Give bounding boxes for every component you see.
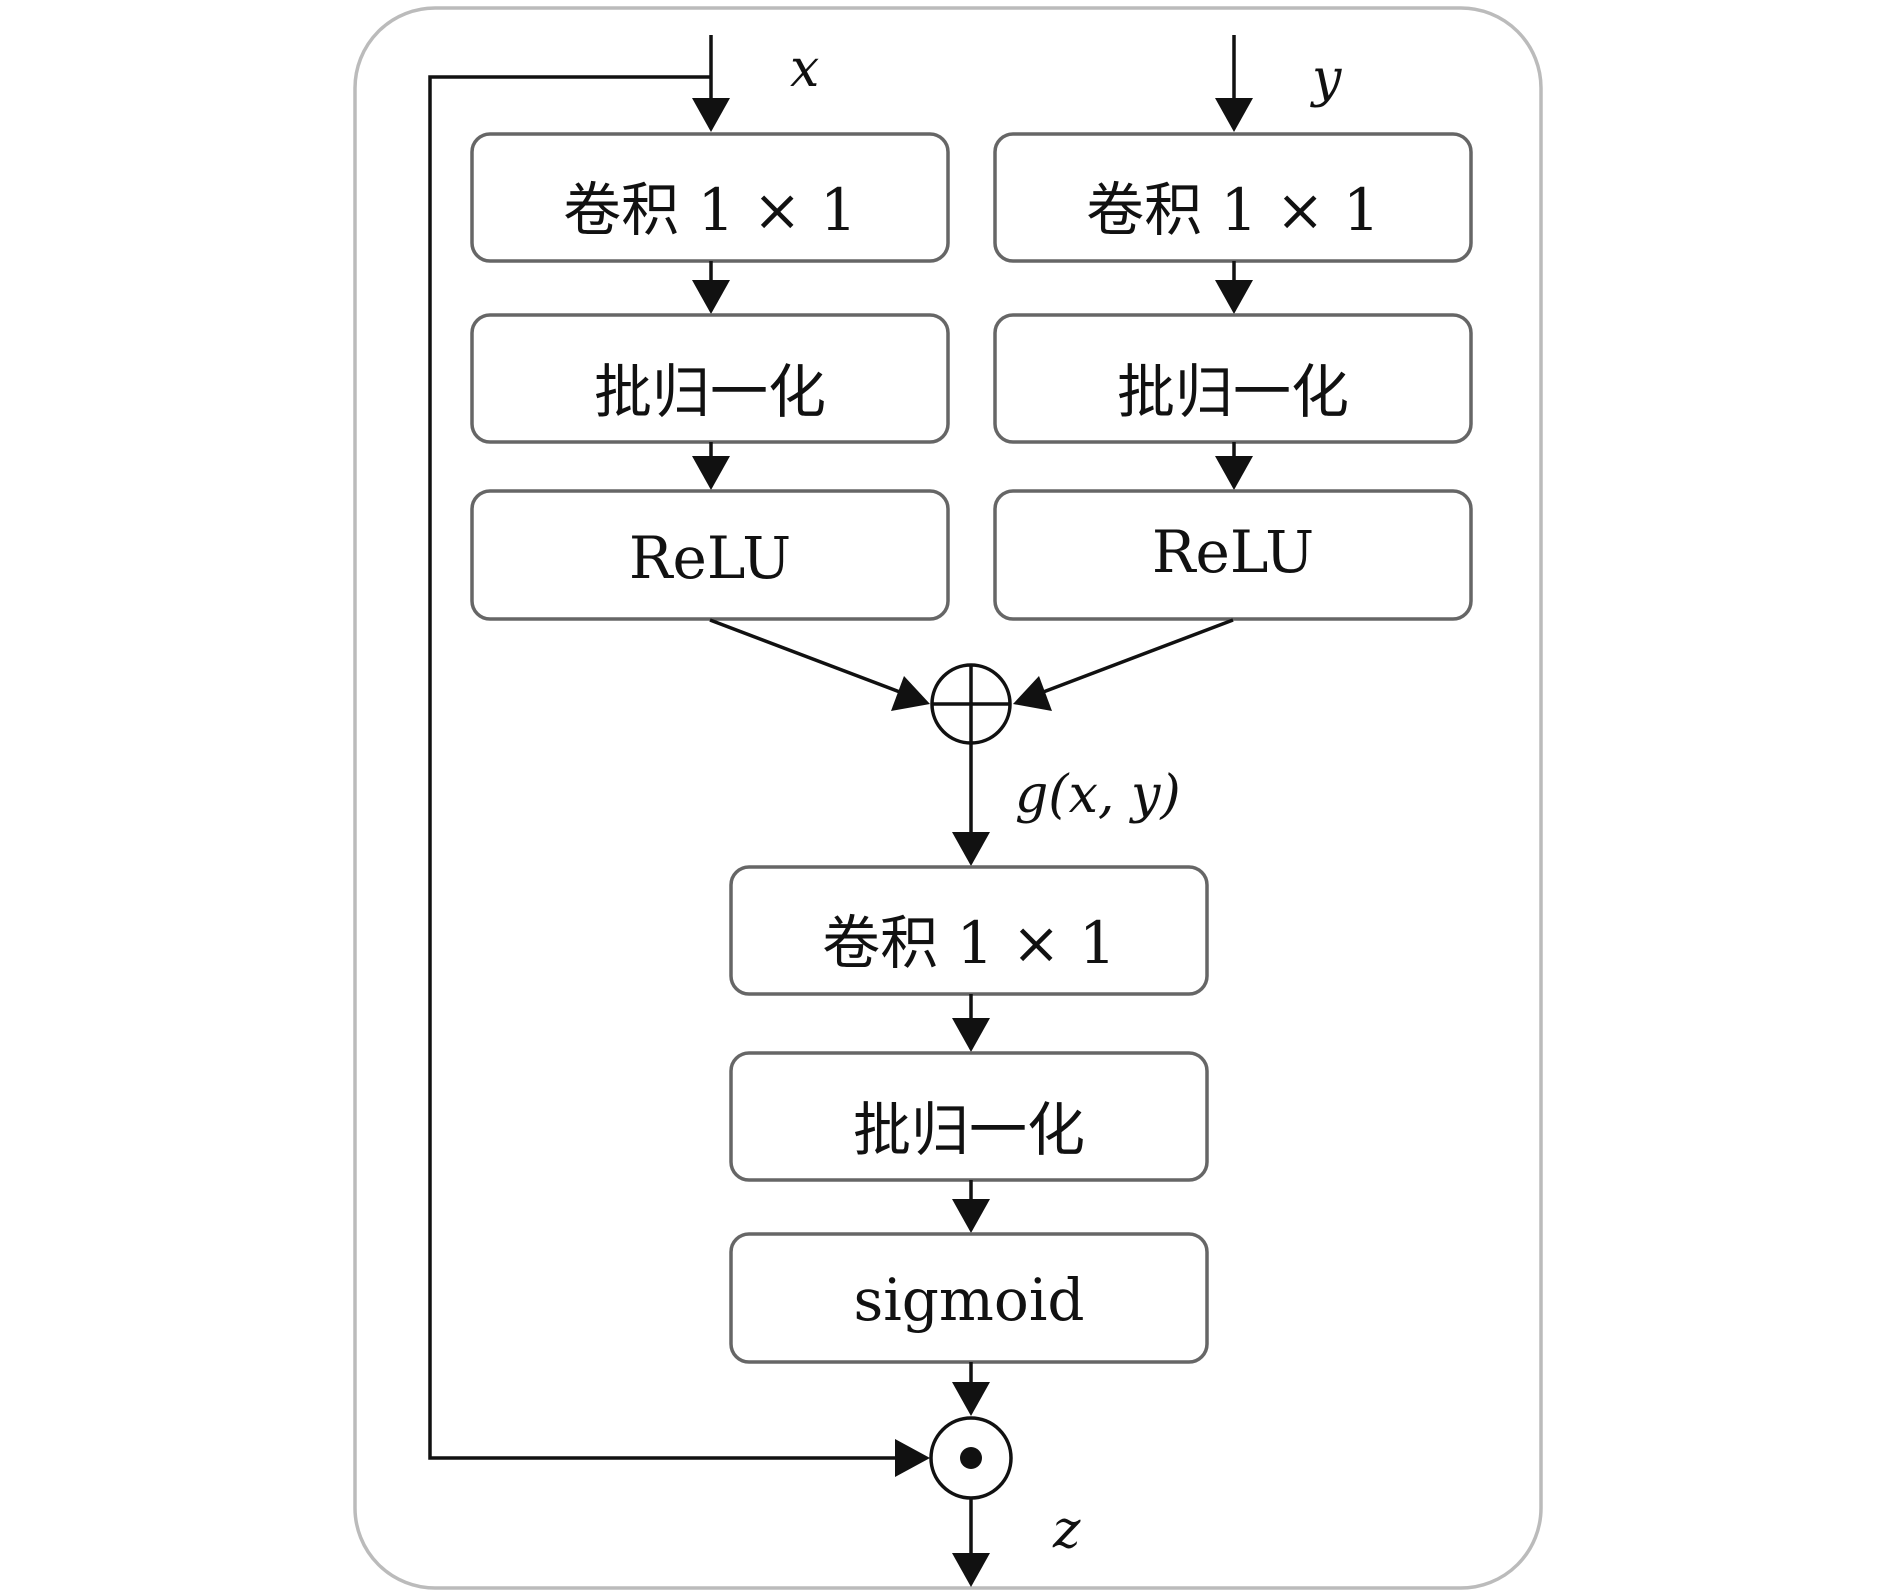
right-bn-label: 批归一化 <box>1117 358 1349 426</box>
left-bn-label: 批归一化 <box>594 358 826 426</box>
skip-connection-wire <box>428 75 900 1460</box>
output-z-label: z <box>1052 1500 1081 1560</box>
input-x-label: x <box>790 39 819 99</box>
bottom-bn-block: 批归一化 <box>729 1051 1209 1182</box>
arrow-head <box>692 98 730 132</box>
right-relu-block: ReLU <box>993 489 1473 621</box>
arrow-head <box>1215 98 1253 132</box>
outer-frame <box>353 6 1543 1590</box>
left-bn-block: 批归一化 <box>470 313 950 444</box>
bottom-sigmoid-block: sigmoid <box>729 1232 1209 1364</box>
right-conv-label: 卷积 1 × 1 <box>1086 176 1380 244</box>
circled-plus-icon <box>930 663 1012 745</box>
arrow-head <box>1013 676 1052 711</box>
left-relu-block: ReLU <box>470 489 950 621</box>
input-y-label: y <box>1310 49 1342 109</box>
arrow-head <box>692 280 730 314</box>
arrow-head <box>952 1018 990 1052</box>
left-relu-label: ReLU <box>629 524 791 592</box>
right-relu-label: ReLU <box>1152 518 1314 586</box>
arrow-head <box>1215 280 1253 314</box>
bottom-bn-label: 批归一化 <box>853 1096 1085 1164</box>
left-conv-label: 卷积 1 × 1 <box>563 176 857 244</box>
bottom-conv-label: 卷积 1 × 1 <box>822 909 1116 977</box>
arrow-head <box>952 832 990 866</box>
arrow-head <box>692 456 730 490</box>
circled-dot-icon <box>929 1416 1013 1500</box>
right-merge-wire <box>1037 618 1234 696</box>
arrow-head <box>1215 456 1253 490</box>
bottom-conv-block: 卷积 1 × 1 <box>729 865 1209 996</box>
right-bn-block: 批归一化 <box>993 313 1473 444</box>
left-merge-wire <box>709 618 906 696</box>
arrow-head <box>891 676 930 711</box>
arrow-head <box>952 1553 990 1587</box>
right-conv-block: 卷积 1 × 1 <box>993 132 1473 263</box>
bottom-sigmoid-label: sigmoid <box>853 1266 1084 1334</box>
arrow-head <box>952 1199 990 1233</box>
arrow-head <box>952 1382 990 1416</box>
left-conv-block: 卷积 1 × 1 <box>470 132 950 263</box>
sum-output-label: g(x, y) <box>1015 765 1181 825</box>
arrow-head <box>895 1439 930 1477</box>
